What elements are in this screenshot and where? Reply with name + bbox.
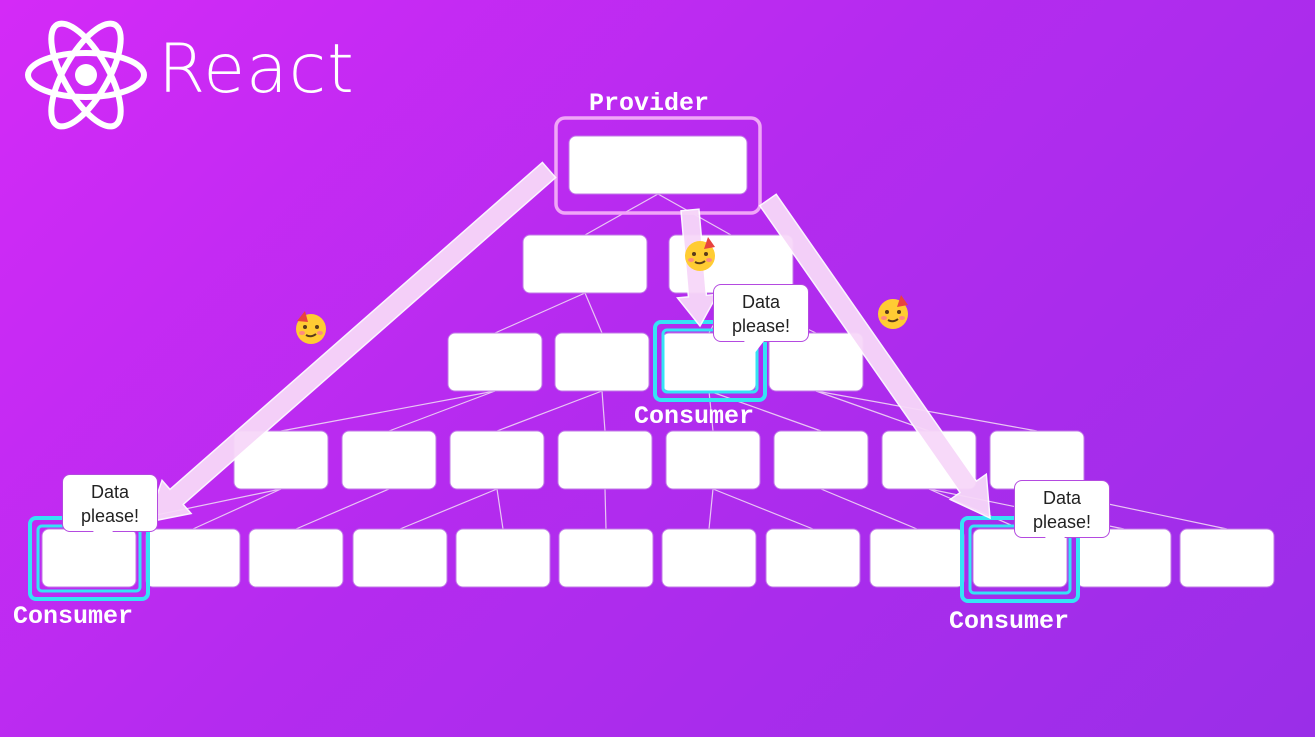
bubble-line-2: please! — [731, 316, 791, 336]
component-node — [869, 528, 965, 588]
tree-connector — [295, 488, 390, 530]
partying-face-icon — [878, 295, 908, 329]
consumer-highlight — [653, 320, 767, 402]
component-node — [661, 528, 757, 588]
bubble-line-1: Data — [90, 482, 130, 502]
bubble-line-1: Data — [741, 292, 781, 312]
data-please-bubble-right: Data please! — [1014, 480, 1110, 550]
component-node — [248, 528, 344, 588]
tree-connector — [604, 488, 607, 530]
tree-connector — [708, 488, 714, 530]
data-please-bubble-left: Data please! — [62, 474, 158, 544]
component-node — [145, 528, 241, 588]
component-node — [41, 528, 137, 588]
tree-connector — [399, 488, 498, 530]
tree-connector — [708, 390, 822, 432]
tree-connector — [584, 292, 603, 334]
data-flow-arrow — [758, 193, 991, 520]
component-node — [352, 528, 448, 588]
tree-connector — [192, 488, 282, 530]
provider-label: Provider — [589, 89, 710, 118]
component-node — [341, 430, 437, 490]
consumer-label-right: Consumer — [949, 607, 1070, 636]
bubble-line-2: please! — [80, 506, 140, 526]
component-node — [773, 430, 869, 490]
tree-connector — [601, 390, 606, 432]
react-atom-icon — [25, 20, 147, 130]
tree-connector — [496, 488, 504, 530]
component-node — [455, 528, 551, 588]
consumer-label-left: Consumer — [13, 602, 134, 631]
data-please-bubble-mid: Data please! — [713, 284, 809, 354]
bubble-line-1: Data — [1042, 488, 1082, 508]
tree-nodes — [41, 135, 1275, 588]
react-logo-text: React — [158, 30, 355, 109]
component-node — [558, 528, 654, 588]
component-node — [765, 528, 861, 588]
tree-connector — [820, 488, 918, 530]
partying-face-icon — [296, 311, 326, 344]
tree-connector — [280, 390, 496, 432]
consumer-highlight-inner — [661, 328, 759, 394]
tree-connector — [494, 292, 586, 334]
component-node — [554, 332, 650, 392]
provider-node — [568, 135, 748, 195]
component-node — [665, 430, 761, 490]
component-node — [522, 234, 648, 294]
tree-connector — [708, 390, 714, 432]
component-node — [768, 332, 864, 392]
component-node — [449, 430, 545, 490]
component-node — [447, 332, 543, 392]
tree-connector — [388, 390, 496, 432]
provider-highlight — [554, 116, 762, 215]
tree-connector — [815, 390, 930, 432]
tree-connector — [712, 488, 814, 530]
data-flow-arrow — [146, 161, 557, 523]
component-node — [557, 430, 653, 490]
bubble-line-2: please! — [1032, 512, 1092, 532]
tree-connector — [496, 390, 603, 432]
partying-face-icon — [685, 237, 715, 271]
component-node — [1179, 528, 1275, 588]
consumer-label-mid: Consumer — [634, 402, 755, 431]
